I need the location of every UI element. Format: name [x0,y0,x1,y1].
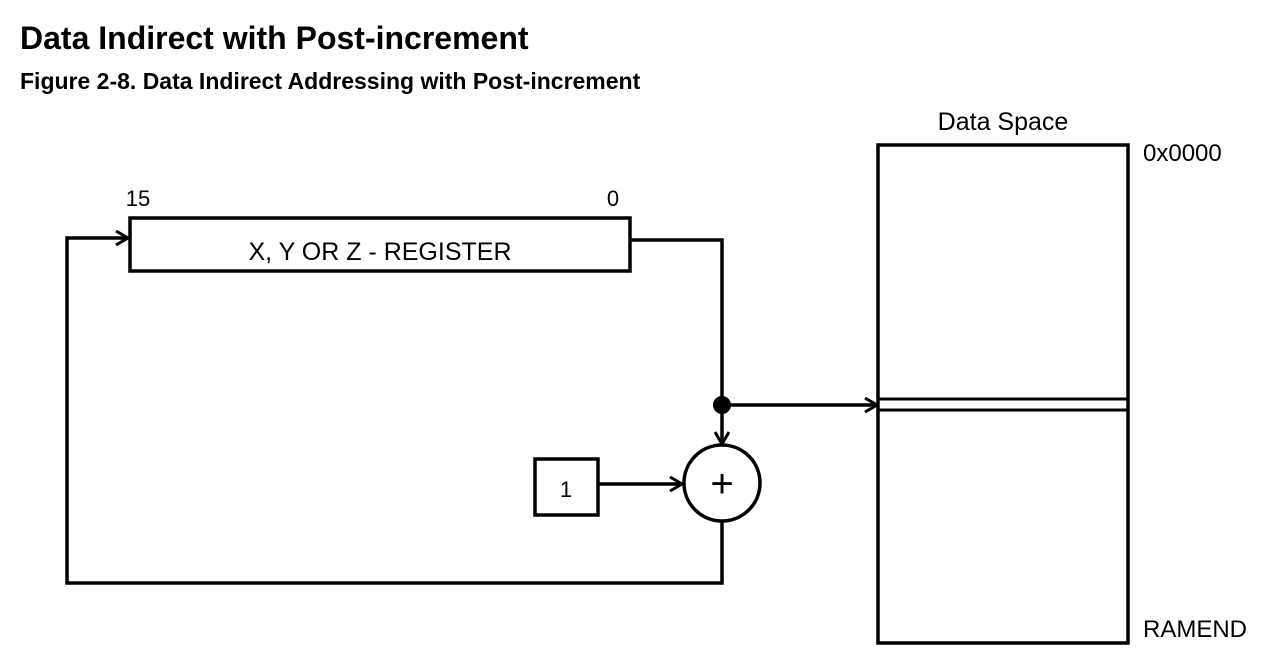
data-space-title: Data Space [938,108,1069,136]
adder-symbol: + [710,462,733,506]
figure-caption: Figure 2-8. Data Indirect Addressing wit… [20,68,641,94]
feedback-loop-line [65,238,724,585]
increment-constant-label: 1 [560,477,572,502]
register-lsb-label: 0 [607,186,619,211]
register-msb-label: 15 [126,186,150,211]
section-title: Data Indirect with Post-increment [20,20,529,56]
increment-constant-box [533,457,600,517]
data-space-end-address: RAMEND [1143,616,1247,643]
pointer-register-label: X, Y OR Z - REGISTER [248,238,511,266]
data-space-start-address: 0x0000 [1143,140,1222,167]
register-output-line [630,238,724,405]
pointer-register-box [128,216,632,273]
data-space-box [876,143,1130,645]
